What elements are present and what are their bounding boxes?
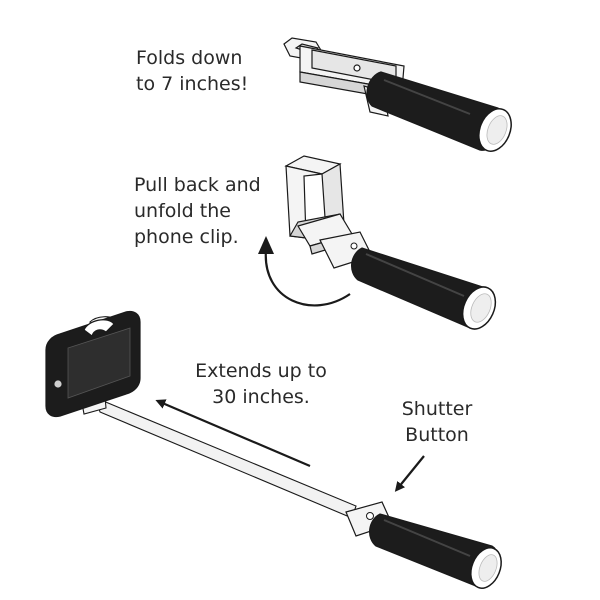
extend-caption: Extends up to 30 inches. bbox=[186, 358, 336, 410]
shutter-caption-line-2: Button bbox=[405, 424, 469, 446]
shutter-caption: Shutter Button bbox=[392, 396, 482, 448]
down-left-arrow-icon bbox=[394, 455, 425, 492]
unfolded-phone-clip bbox=[284, 155, 353, 255]
unfold-caption: Pull back and unfold the phone clip. bbox=[134, 172, 261, 250]
unfolding-stick-illustration bbox=[258, 155, 497, 330]
left-arrow-icon bbox=[155, 399, 311, 468]
fold-caption-line-1: Folds down bbox=[136, 47, 243, 69]
fold-caption: Folds down to 7 inches! bbox=[136, 45, 248, 97]
folded-stick-illustration bbox=[283, 37, 512, 152]
phone-illustration bbox=[45, 310, 141, 418]
shutter-button-icon bbox=[366, 512, 374, 520]
unfold-caption-line-3: phone clip. bbox=[134, 226, 239, 248]
unfold-caption-line-2: unfold the bbox=[134, 200, 231, 222]
extend-caption-line-2: 30 inches. bbox=[212, 386, 310, 408]
extend-caption-line-1: Extends up to bbox=[195, 360, 327, 382]
unfold-caption-line-1: Pull back and bbox=[134, 174, 261, 196]
phone-home-button-icon bbox=[53, 379, 63, 389]
phone-screen bbox=[67, 327, 131, 399]
curved-arrow-icon bbox=[264, 249, 351, 307]
fold-caption-line-2: to 7 inches! bbox=[136, 73, 249, 95]
extended-stick-illustration bbox=[45, 310, 502, 589]
telescoping-pole bbox=[95, 397, 357, 519]
shutter-caption-line-1: Shutter bbox=[401, 398, 473, 420]
